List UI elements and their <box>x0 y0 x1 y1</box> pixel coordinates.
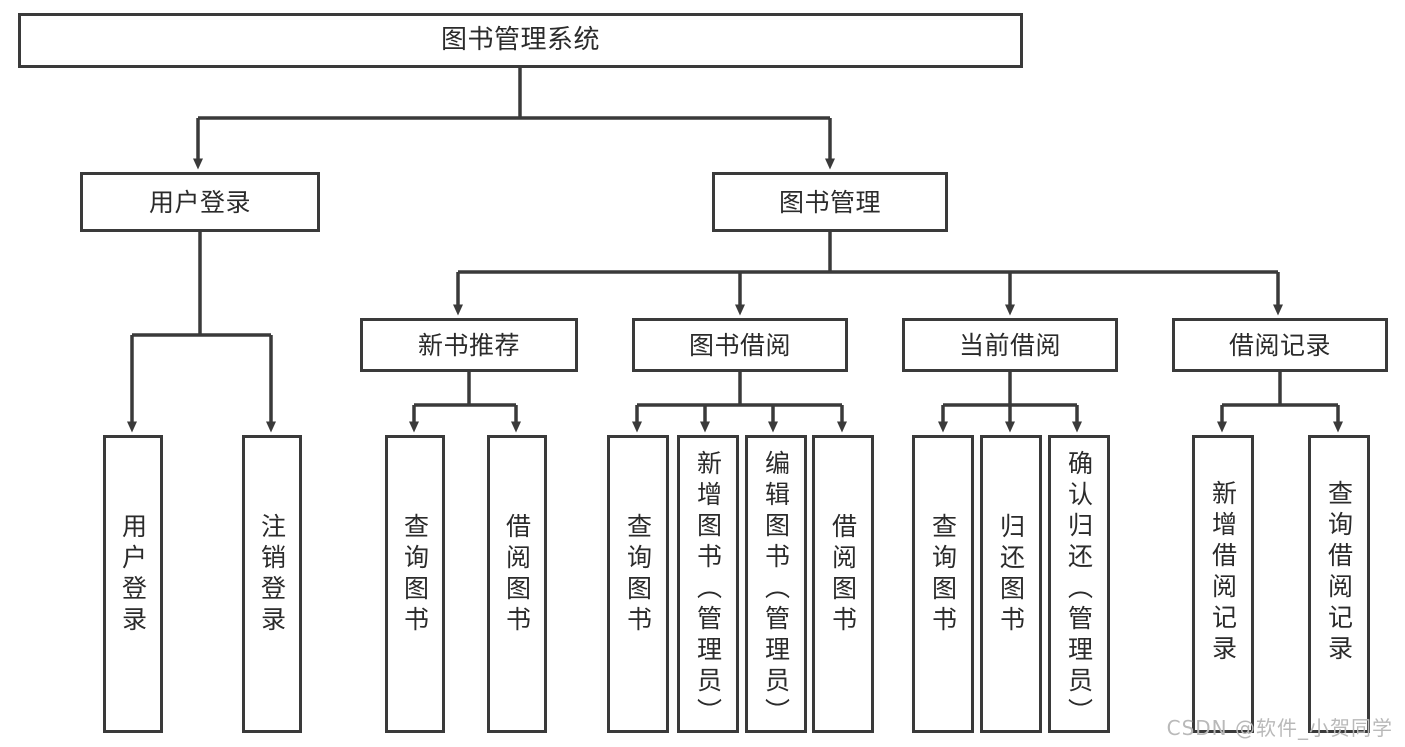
leaf-borrowing-borrow-books[interactable]: 借阅图书 <box>812 435 874 733</box>
node-label: 新增图书（管理员） <box>693 450 723 729</box>
node-label: 查询图书 <box>623 513 653 637</box>
leaf-record-query-borrow-record[interactable]: 查询借阅记录 <box>1308 435 1370 733</box>
watermark-text: CSDN @软件_小贺同学 <box>1166 716 1393 740</box>
node-label: 借阅图书 <box>502 513 532 637</box>
node-label: 图书借阅 <box>688 330 791 360</box>
node-label: 查询借阅记录 <box>1324 480 1354 666</box>
leaf-user-login-logout[interactable]: 注销登录 <box>242 435 302 733</box>
node-label: 用户登录 <box>148 187 251 217</box>
node-user-login[interactable]: 用户登录 <box>80 172 320 232</box>
node-label: 确认归还（管理员） <box>1064 450 1094 729</box>
node-label: 归还图书 <box>996 513 1026 637</box>
leaf-borrowing-add-book-admin[interactable]: 新增图书（管理员） <box>677 435 739 733</box>
node-label: 注销登录 <box>257 513 287 637</box>
leaf-borrowing-query-books[interactable]: 查询图书 <box>607 435 669 733</box>
node-book-borrowing[interactable]: 图书借阅 <box>632 318 848 372</box>
leaf-new-book-query-books[interactable]: 查询图书 <box>385 435 445 733</box>
node-label: 用户登录 <box>118 513 148 637</box>
node-label: 新增借阅记录 <box>1208 480 1238 666</box>
node-label: 图书管理 <box>778 187 881 217</box>
node-label: 查询图书 <box>400 513 430 637</box>
node-label: 新书推荐 <box>417 330 520 360</box>
leaf-user-login-login[interactable]: 用户登录 <box>103 435 163 733</box>
node-label: 借阅图书 <box>828 513 858 637</box>
node-root-book-management-system[interactable]: 图书管理系统 <box>18 13 1023 68</box>
leaf-record-add-borrow-record[interactable]: 新增借阅记录 <box>1192 435 1254 733</box>
node-label: 借阅记录 <box>1228 330 1331 360</box>
node-label: 当前借阅 <box>958 330 1061 360</box>
node-current-borrowing[interactable]: 当前借阅 <box>902 318 1118 372</box>
node-new-book-recommendation[interactable]: 新书推荐 <box>360 318 578 372</box>
node-label: 图书管理系统 <box>440 25 600 56</box>
node-label: 编辑图书（管理员） <box>761 450 791 729</box>
node-book-management[interactable]: 图书管理 <box>712 172 948 232</box>
node-label: 查询图书 <box>928 513 958 637</box>
leaf-current-confirm-return-admin[interactable]: 确认归还（管理员） <box>1048 435 1110 733</box>
leaf-current-return-books[interactable]: 归还图书 <box>980 435 1042 733</box>
node-borrow-records[interactable]: 借阅记录 <box>1172 318 1388 372</box>
leaf-current-query-books[interactable]: 查询图书 <box>912 435 974 733</box>
leaf-new-book-borrow-books[interactable]: 借阅图书 <box>487 435 547 733</box>
leaf-borrowing-edit-book-admin[interactable]: 编辑图书（管理员） <box>745 435 807 733</box>
